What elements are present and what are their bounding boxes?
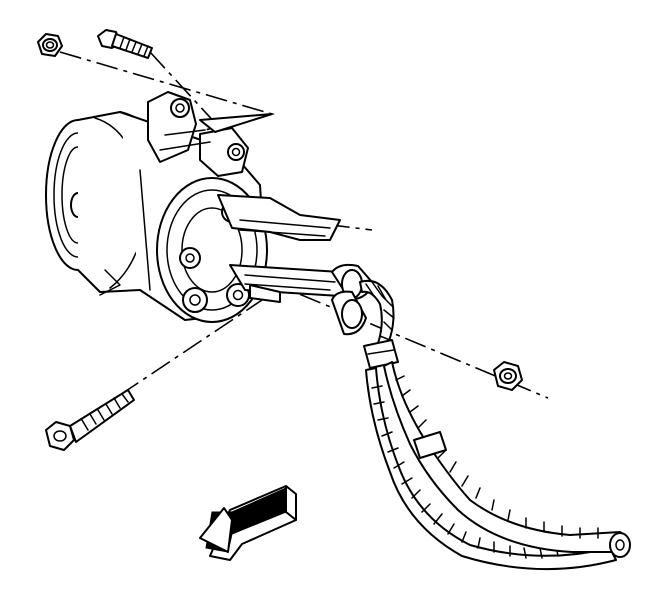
compressor-body [45,111,353,323]
nut-top-left [37,33,63,57]
mounting-bracket [147,91,273,177]
centerline-bottom-bolt [119,299,263,396]
direction-arrow [199,485,297,561]
nut-right [493,361,523,391]
centerline-top-bolt [149,51,241,151]
bolt-top [97,29,153,59]
wiring-harness [331,263,631,571]
bolt-bottom-left [45,389,135,451]
